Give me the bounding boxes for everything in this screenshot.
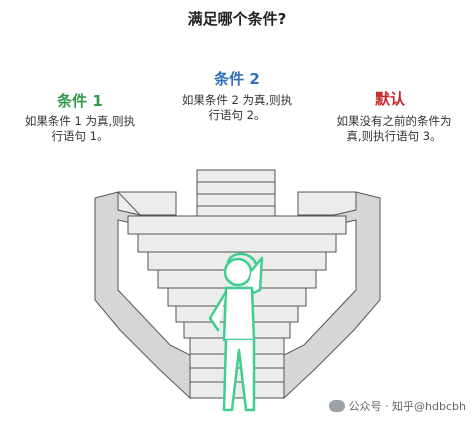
desc-line: 如果条件 1 为真,则执 [24,114,136,128]
option-desc-condition-1: 如果条件 1 为真,则执 行语句 1。 [10,114,150,144]
desc-line: 如果没有之前的条件为 [336,114,452,128]
option-title-default: 默认 [374,90,405,108]
option-desc-condition-2: 如果条件 2 为真,则执 行语句 2。 [167,93,307,123]
watermark-text: 公众号 · 知乎@hdbcbh [348,400,466,413]
desc-line: 行语句 2。 [208,108,266,122]
desc-line: 真,则执行语句 3。 [346,129,442,143]
option-desc-default: 如果没有之前的条件为 真,则执行语句 3。 [320,114,468,144]
thinking-person-icon [208,252,264,412]
option-title-condition-1: 条件 1 [57,92,103,110]
desc-line: 如果条件 2 为真,则执 [181,93,293,107]
wechat-icon [328,400,345,412]
watermark: 公众号 · 知乎@hdbcbh [328,398,466,414]
page-title: 满足哪个条件? [187,10,287,28]
desc-line: 行语句 1。 [51,129,109,143]
option-title-condition-2: 条件 2 [214,70,260,88]
